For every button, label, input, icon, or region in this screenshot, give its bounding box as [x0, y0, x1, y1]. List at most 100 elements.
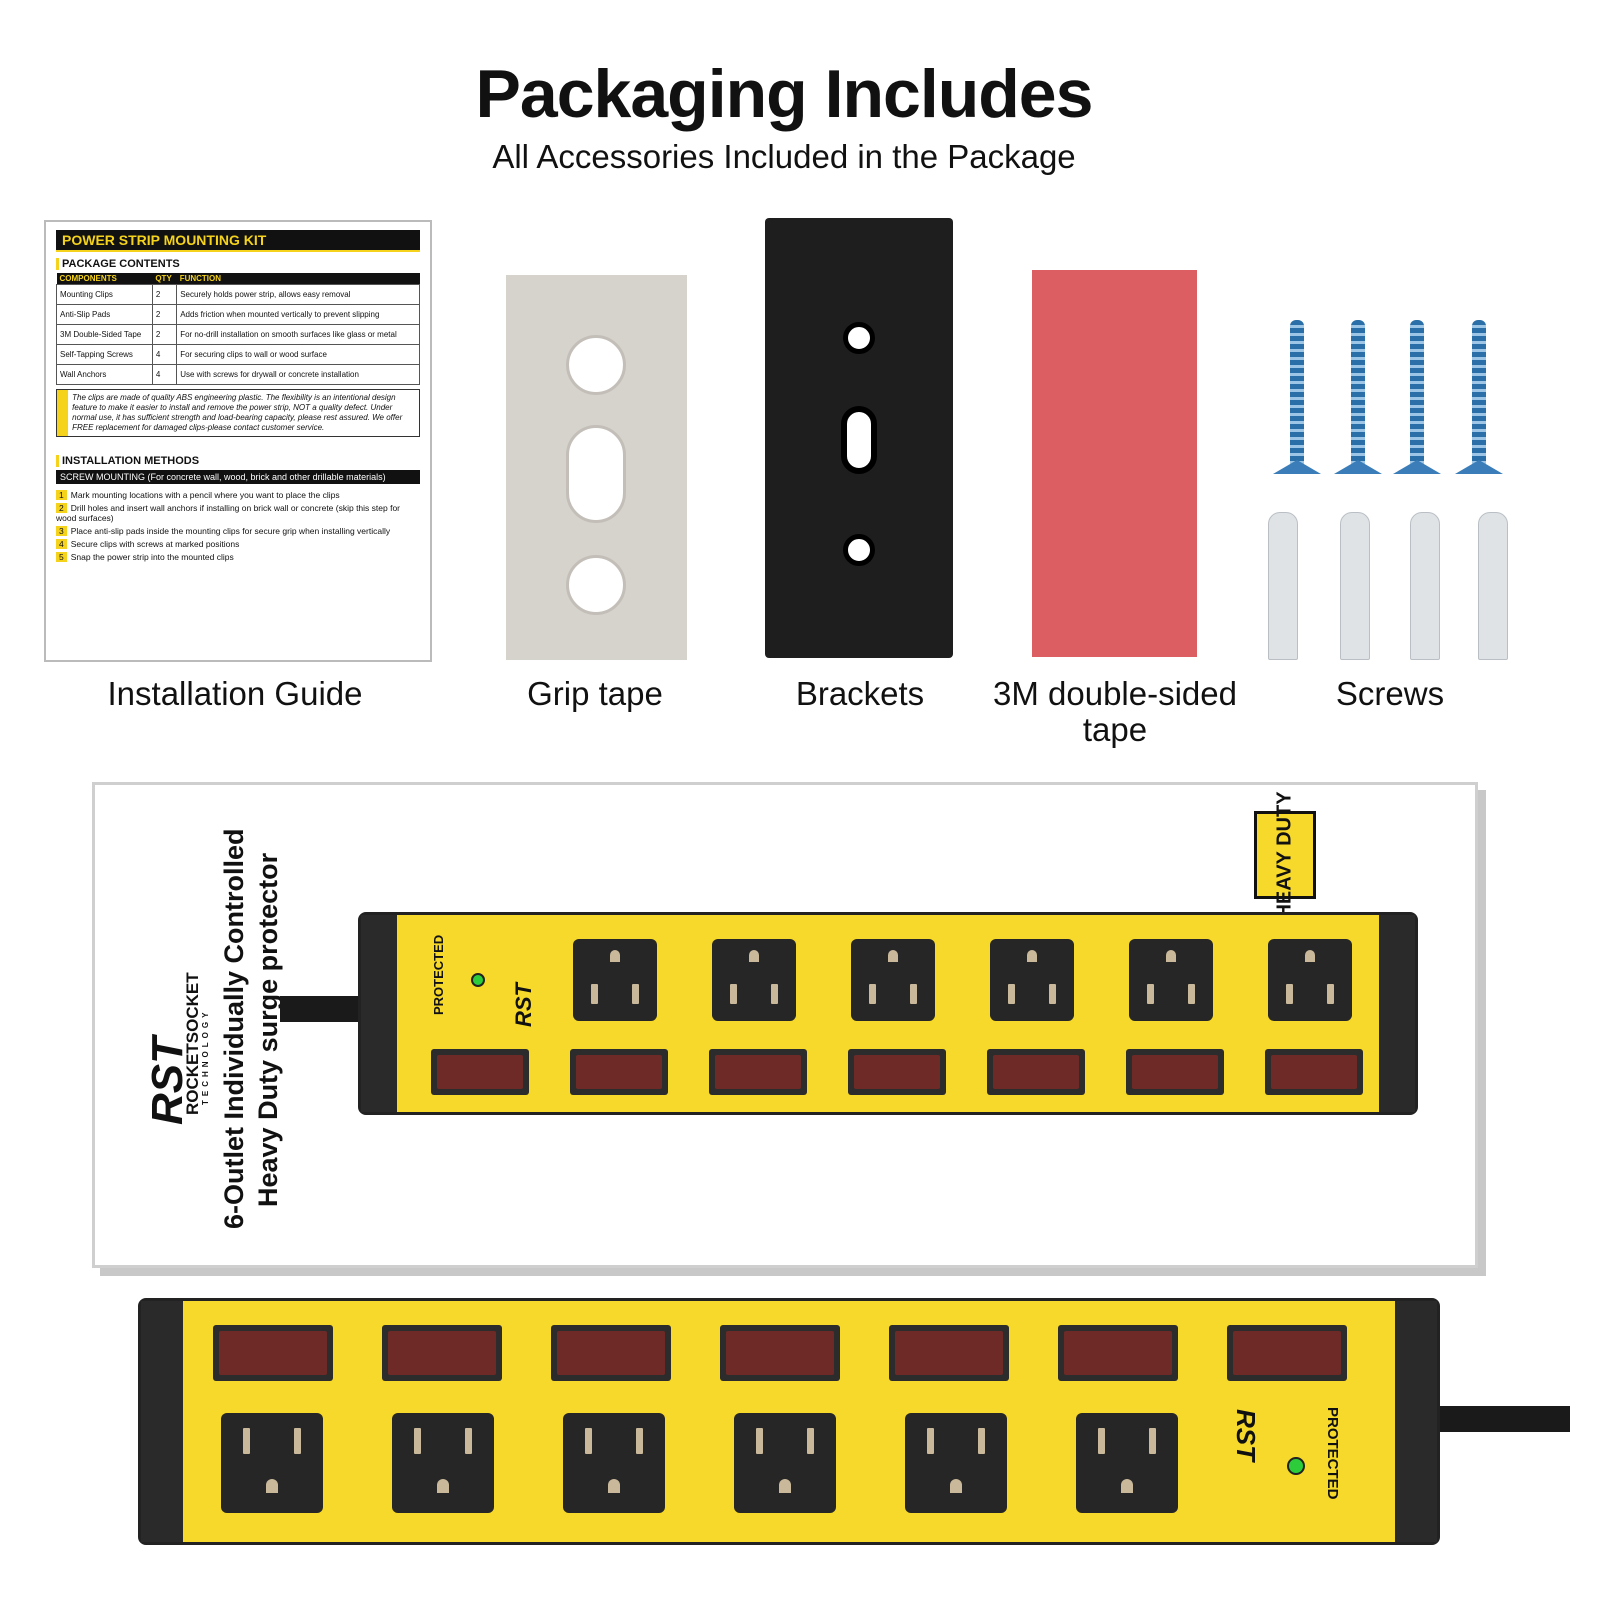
- rocker-switch[interactable]: [848, 1049, 946, 1095]
- product-title-line2: Heavy Duty surge protector: [253, 852, 283, 1207]
- hole: [566, 425, 626, 523]
- step-text: Drill holes and insert wall anchors if i…: [56, 503, 401, 523]
- caption-installation-guide: Installation Guide: [107, 675, 363, 712]
- wall-anchor: [1410, 512, 1440, 660]
- rocker-switch[interactable]: [1126, 1049, 1224, 1095]
- outlet: [563, 1413, 665, 1513]
- step-number: 5: [56, 552, 67, 562]
- brand-name: ROCKETSOCKET: [183, 972, 202, 1115]
- hole: [566, 335, 626, 395]
- rocker-switch[interactable]: [431, 1049, 529, 1095]
- brand-sub: TECHNOLOGY: [201, 1008, 210, 1105]
- step-text: Mark mounting locations with a pencil wh…: [70, 490, 340, 500]
- badge-text: HEAVY DUTY: [1274, 791, 1296, 919]
- outlet: [905, 1413, 1007, 1513]
- protected-label: PROTECTED: [1324, 1407, 1341, 1500]
- protected-led: [1287, 1457, 1305, 1475]
- col-header: COMPONENTS: [56, 273, 153, 285]
- cell: 3M Double-Sided Tape: [56, 324, 153, 345]
- rocker-switch[interactable]: [987, 1049, 1085, 1095]
- cell: 2: [151, 324, 178, 345]
- caption-screws: Screws: [1335, 675, 1445, 712]
- rocker-switch[interactable]: [570, 1049, 668, 1095]
- contents-heading: PACKAGE CONTENTS: [56, 258, 420, 270]
- rocker-switch[interactable]: [382, 1325, 502, 1381]
- cell: For securing clips to wall or wood surfa…: [176, 344, 420, 365]
- outlet: [573, 939, 657, 1021]
- cell: Self-Tapping Screws: [56, 344, 153, 365]
- hole: [843, 322, 875, 354]
- rocker-switch[interactable]: [1265, 1049, 1363, 1095]
- cell: 4: [151, 344, 178, 365]
- wall-anchor: [1478, 512, 1508, 660]
- rocker-switch[interactable]: [889, 1325, 1009, 1381]
- power-cord: [1430, 1406, 1570, 1432]
- screw: [1472, 320, 1486, 470]
- screw: [1290, 320, 1304, 470]
- end-cap: [1395, 1301, 1437, 1542]
- screws-image: [1260, 320, 1540, 660]
- outlet: [990, 939, 1074, 1021]
- outlet: [1076, 1413, 1178, 1513]
- rocker-switch[interactable]: [720, 1325, 840, 1381]
- col-header: FUNCTION: [176, 273, 420, 285]
- cell: 2: [151, 284, 178, 305]
- cell: Wall Anchors: [56, 364, 153, 385]
- outlet: [221, 1413, 323, 1513]
- power-strip-bottom: PROTECTED RST: [138, 1298, 1440, 1545]
- power-cord: [280, 996, 365, 1022]
- cell: Use with screws for drywall or concrete …: [176, 364, 420, 385]
- rocker-switch[interactable]: [551, 1325, 671, 1381]
- wall-anchor: [1340, 512, 1370, 660]
- outlet: [1268, 939, 1352, 1021]
- end-cap: [1379, 915, 1415, 1112]
- caption-grip-tape: Grip tape: [527, 675, 663, 712]
- outlet: [851, 939, 935, 1021]
- cell: For no-drill installation on smooth surf…: [176, 324, 420, 345]
- col-header: QTY: [152, 273, 177, 285]
- rocker-switch[interactable]: [1227, 1325, 1347, 1381]
- installation-guide: POWER STRIP MOUNTING KIT PACKAGE CONTENT…: [44, 220, 432, 662]
- strip-logo: RST: [511, 983, 536, 1027]
- outlet: [712, 939, 796, 1021]
- step-number: 2: [56, 503, 67, 513]
- step-number: 4: [56, 539, 67, 549]
- grip-tape-image: [506, 275, 687, 660]
- outlet: [734, 1413, 836, 1513]
- rocker-switch[interactable]: [1058, 1325, 1178, 1381]
- step-text: Secure clips with screws at marked posit…: [70, 539, 240, 549]
- heavy-duty-badge: HEAVY DUTY: [1254, 791, 1316, 919]
- cell: Adds friction when mounted vertically to…: [176, 304, 420, 325]
- rocker-switch[interactable]: [213, 1325, 333, 1381]
- wall-anchor: [1268, 512, 1298, 660]
- caption-3m-tape: 3M double-sided tape: [993, 675, 1237, 748]
- protected-label: PROTECTED: [431, 934, 446, 1015]
- note-text: The clips are made of quality ABS engine…: [72, 393, 403, 432]
- page-title: Packaging Includes: [475, 56, 1094, 132]
- outlet: [1129, 939, 1213, 1021]
- hole: [566, 555, 626, 615]
- step-text: Snap the power strip into the mounted cl…: [70, 552, 234, 562]
- cell: Mounting Clips: [56, 284, 153, 305]
- end-cap: [361, 915, 397, 1112]
- cell: 4: [151, 364, 178, 385]
- guide-note: The clips are made of quality ABS engine…: [56, 389, 420, 437]
- product-title-line1: 6-Outlet Individually Controlled: [219, 828, 249, 1229]
- caption-brackets: Brackets: [795, 675, 925, 712]
- step-text: Place anti-slip pads inside the mounting…: [70, 526, 391, 536]
- cell: Securely holds power strip, allows easy …: [176, 284, 420, 305]
- hole: [841, 406, 877, 474]
- outlet: [392, 1413, 494, 1513]
- double-sided-tape-image: [1032, 270, 1197, 657]
- end-cap: [141, 1301, 183, 1542]
- rocker-switch[interactable]: [709, 1049, 807, 1095]
